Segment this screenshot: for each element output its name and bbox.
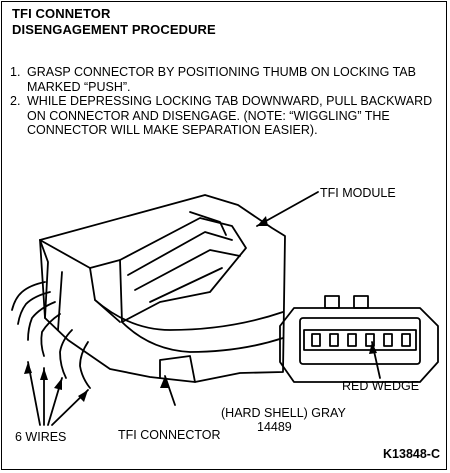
step-2: 2. WHILE DEPRESSING LOCKING TAB DOWNWARD… (10, 94, 440, 138)
procedure-steps: 1. GRASP CONNECTOR BY POSITIONING THUMB … (10, 65, 440, 138)
tfi-module-body (39, 194, 286, 383)
procedure-title: TFI CONNETOR DISENGAGEMENT PROCEDURE (12, 6, 216, 38)
red-wedge-label: RED WEDGE (342, 379, 420, 393)
step-number: 2. (10, 94, 21, 108)
hard-shell-label: (HARD SHELL) GRAY (221, 406, 346, 420)
title-line-1: TFI CONNETOR (12, 6, 111, 21)
wires-label: 6 WIRES (15, 430, 67, 444)
step-number: 1. (10, 65, 21, 79)
tfi-connector-label: TFI CONNECTOR (118, 428, 221, 442)
tfi-module-leader (256, 191, 319, 227)
step-text: GRASP CONNECTOR BY POSITIONING THUMB ON … (27, 65, 416, 94)
connector-front-lip (94, 299, 284, 331)
figure-code: K13848-C (383, 447, 440, 461)
tfi-module-label: TFI MODULE (320, 186, 396, 200)
part-number-label: 14489 (257, 420, 292, 434)
hard-shell-end-view (279, 307, 439, 383)
title-line-2: DISENGAGEMENT PROCEDURE (12, 22, 216, 37)
wire-bundle (11, 281, 91, 389)
locking-tab (119, 217, 247, 323)
step-text: WHILE DEPRESSING LOCKING TAB DOWNWARD, P… (27, 94, 433, 137)
step-1: 1. GRASP CONNECTOR BY POSITIONING THUMB … (10, 65, 440, 94)
module-top-edge (39, 239, 121, 269)
red-wedge (303, 329, 417, 351)
